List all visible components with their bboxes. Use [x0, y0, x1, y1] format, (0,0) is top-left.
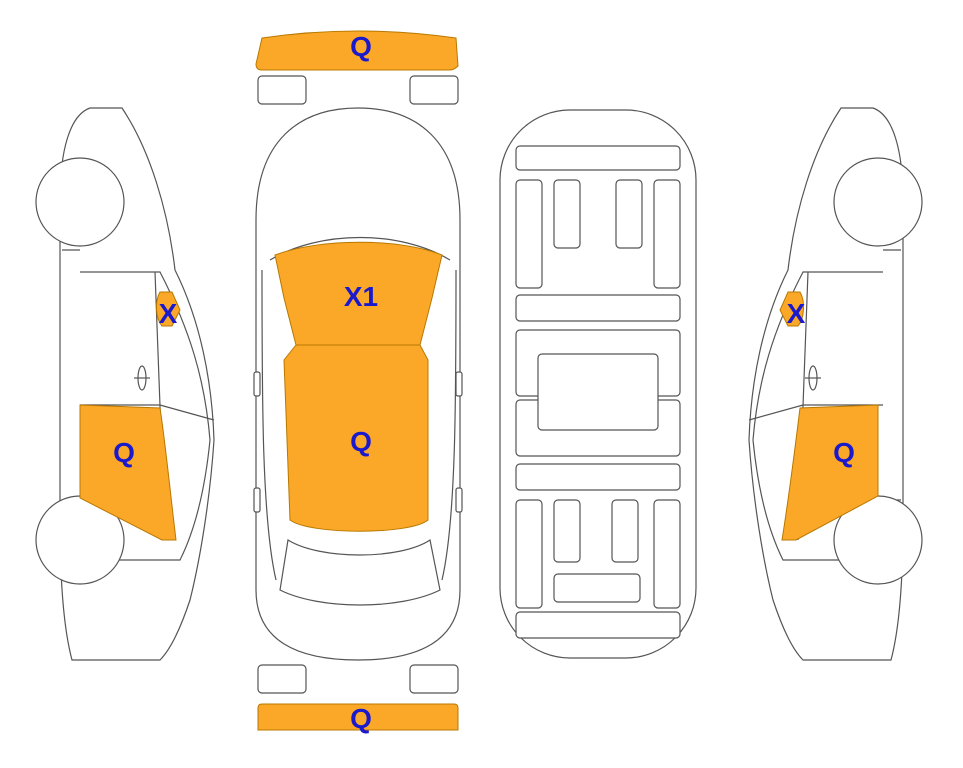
underbody-center-panel	[537, 353, 659, 431]
underbody-rear-right-rail	[653, 499, 681, 609]
right-side-front-door-damage	[779, 291, 804, 327]
underbody-mid-rear-bar	[515, 463, 681, 491]
right-side-front-door-label: X	[787, 298, 806, 329]
underbody-rear-left-rail	[515, 499, 543, 609]
top-roof-label: Q	[350, 426, 372, 457]
left-side-front-door-label: X	[159, 298, 178, 329]
underbody-rear-crossmember	[515, 611, 681, 639]
top-windshield-damage	[274, 241, 443, 346]
top-rear-right-light	[409, 664, 459, 694]
top-front-right-light	[409, 75, 459, 105]
top-roof-damage	[283, 344, 429, 532]
underbody-rear-right-inner	[611, 499, 639, 563]
underbody-rear-tank	[553, 573, 641, 603]
underbody-front-left-rail	[515, 179, 543, 289]
top-rear-window	[279, 539, 441, 606]
underbody-rear-left-inner	[553, 499, 581, 563]
underbody-front-left-inner	[553, 179, 581, 249]
top-right-rear-handle	[455, 487, 463, 513]
right-side-belt-line	[748, 404, 883, 421]
top-view: Q X1 Q Q	[253, 30, 463, 734]
left-side-rear-door-damage	[79, 404, 177, 541]
right-side-view: X Q	[748, 107, 923, 661]
top-front-bumper-label: Q	[350, 31, 372, 62]
top-front-bumper-damage	[255, 30, 459, 71]
right-side-rear-door-damage	[781, 404, 879, 541]
top-left-rear-handle	[253, 487, 261, 513]
underbody-front-right-rail	[653, 179, 681, 289]
right-side-front-wheel	[833, 157, 923, 247]
top-left-mirror	[253, 371, 261, 397]
left-side-handle-front	[134, 365, 150, 391]
top-rear-bumper-damage	[257, 703, 459, 731]
underbody-front-crossmember	[515, 145, 681, 171]
top-rear-left-light	[257, 664, 307, 694]
top-right-mirror	[455, 371, 463, 397]
top-rear-bumper-label: Q	[350, 703, 372, 734]
top-left-side-line	[261, 269, 277, 581]
underbody-front-right-inner	[615, 179, 643, 249]
top-windshield-label: X1	[344, 281, 378, 312]
underbody-mid-front-bar	[515, 294, 681, 322]
right-side-rear-door-label: Q	[833, 437, 855, 468]
left-side-rear-door-label: Q	[113, 437, 135, 468]
top-front-left-light	[257, 75, 307, 105]
underbody-view	[499, 109, 697, 659]
left-side-front-door-damage	[156, 291, 181, 327]
top-right-side-line	[441, 269, 457, 581]
right-side-handle-front	[805, 365, 821, 391]
left-side-view: X Q	[35, 107, 215, 661]
left-side-belt-line	[80, 404, 215, 421]
left-side-front-wheel	[35, 157, 125, 247]
